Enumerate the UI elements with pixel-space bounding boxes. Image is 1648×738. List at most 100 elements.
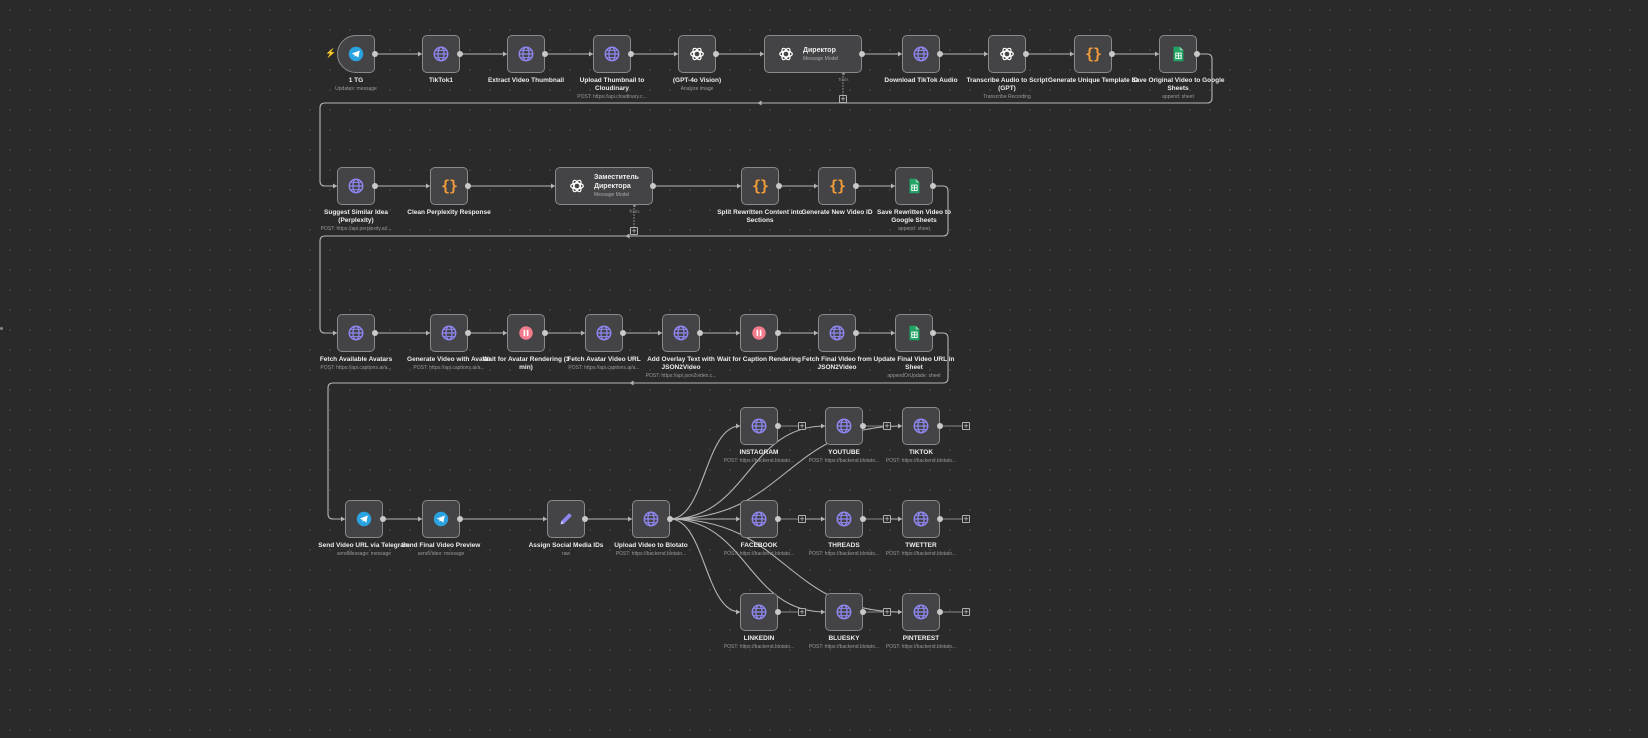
add-node-button[interactable]: + bbox=[798, 608, 806, 616]
add-tool-button[interactable]: + bbox=[630, 227, 638, 235]
sheets-icon bbox=[905, 324, 923, 342]
output-handle[interactable] bbox=[860, 423, 866, 429]
tools-connector[interactable] bbox=[841, 71, 845, 75]
output-handle[interactable] bbox=[650, 183, 656, 189]
node-gpt-vision[interactable] bbox=[678, 35, 716, 73]
output-handle[interactable] bbox=[775, 330, 781, 336]
node-send-url[interactable] bbox=[345, 500, 383, 538]
node-overlay[interactable] bbox=[662, 314, 700, 352]
add-node-button[interactable]: + bbox=[883, 422, 891, 430]
output-handle[interactable] bbox=[457, 51, 463, 57]
output-handle[interactable] bbox=[775, 516, 781, 522]
node-gen-video[interactable] bbox=[430, 314, 468, 352]
node-tiktok1[interactable] bbox=[422, 35, 460, 73]
node-gen-video-id[interactable]: {} bbox=[818, 167, 856, 205]
node-bluesky[interactable] bbox=[825, 593, 863, 631]
node-upload-thumb[interactable] bbox=[593, 35, 631, 73]
openai-icon bbox=[998, 45, 1016, 63]
node-suggest[interactable] bbox=[337, 167, 375, 205]
output-handle[interactable] bbox=[713, 51, 719, 57]
output-handle[interactable] bbox=[937, 609, 943, 615]
output-handle[interactable] bbox=[372, 330, 378, 336]
node-save-rewritten[interactable] bbox=[895, 167, 933, 205]
node-title: Clean Perplexity Response bbox=[407, 209, 491, 216]
node-youtube[interactable] bbox=[825, 407, 863, 445]
node-wait-caption[interactable] bbox=[740, 314, 778, 352]
node-subtitle: appendOrUpdate: sheet bbox=[887, 373, 941, 379]
output-handle[interactable] bbox=[937, 516, 943, 522]
node-pinterest[interactable] bbox=[902, 593, 940, 631]
node-assign-ids[interactable] bbox=[547, 500, 585, 538]
add-node-button[interactable]: + bbox=[798, 515, 806, 523]
add-node-button[interactable]: + bbox=[798, 422, 806, 430]
add-node-button[interactable]: + bbox=[962, 608, 970, 616]
output-handle[interactable] bbox=[1194, 51, 1200, 57]
node-tiktok[interactable] bbox=[902, 407, 940, 445]
node-threads[interactable] bbox=[825, 500, 863, 538]
output-handle[interactable] bbox=[937, 423, 943, 429]
globe-icon bbox=[750, 603, 768, 621]
output-handle[interactable] bbox=[542, 330, 548, 336]
output-handle[interactable] bbox=[465, 330, 471, 336]
node-title: Assign Social Media IDs bbox=[528, 542, 604, 549]
node-fetch-avatars[interactable] bbox=[337, 314, 375, 352]
node-send-preview[interactable] bbox=[422, 500, 460, 538]
output-handle[interactable] bbox=[853, 183, 859, 189]
node-upload-blotato[interactable] bbox=[632, 500, 670, 538]
output-handle[interactable] bbox=[860, 609, 866, 615]
output-handle[interactable] bbox=[465, 183, 471, 189]
add-node-button[interactable]: + bbox=[883, 608, 891, 616]
output-handle[interactable] bbox=[582, 516, 588, 522]
add-node-button[interactable]: + bbox=[883, 515, 891, 523]
output-handle[interactable] bbox=[697, 330, 703, 336]
node-tg[interactable] bbox=[337, 35, 375, 73]
output-handle[interactable] bbox=[1023, 51, 1029, 57]
globe-icon bbox=[835, 510, 853, 528]
node-fetch-avatar-url[interactable] bbox=[585, 314, 623, 352]
node-fetch-final[interactable] bbox=[818, 314, 856, 352]
tools-connector[interactable] bbox=[632, 203, 636, 207]
output-handle[interactable] bbox=[859, 51, 865, 57]
node-extract[interactable] bbox=[507, 35, 545, 73]
output-handle[interactable] bbox=[372, 51, 378, 57]
output-handle[interactable] bbox=[930, 330, 936, 336]
node-download-audio[interactable] bbox=[902, 35, 940, 73]
output-handle[interactable] bbox=[937, 51, 943, 57]
add-node-button[interactable]: + bbox=[962, 515, 970, 523]
node-instagram[interactable] bbox=[740, 407, 778, 445]
add-tool-button[interactable]: + bbox=[839, 95, 847, 103]
node-gen-template[interactable]: {} bbox=[1074, 35, 1112, 73]
output-handle[interactable] bbox=[776, 183, 782, 189]
output-handle[interactable] bbox=[775, 609, 781, 615]
output-handle[interactable] bbox=[380, 516, 386, 522]
output-handle[interactable] bbox=[775, 423, 781, 429]
node-transcribe[interactable] bbox=[988, 35, 1026, 73]
output-handle[interactable] bbox=[372, 183, 378, 189]
node-wait-avatar[interactable] bbox=[507, 314, 545, 352]
output-handle[interactable] bbox=[542, 51, 548, 57]
node-facebook[interactable] bbox=[740, 500, 778, 538]
node-update-url[interactable] bbox=[895, 314, 933, 352]
output-handle[interactable] bbox=[1109, 51, 1115, 57]
output-handle[interactable] bbox=[628, 51, 634, 57]
output-handle[interactable] bbox=[853, 330, 859, 336]
output-handle[interactable] bbox=[930, 183, 936, 189]
output-handle[interactable] bbox=[457, 516, 463, 522]
node-clean[interactable]: {} bbox=[430, 167, 468, 205]
node-label: Clean Perplexity Response bbox=[401, 209, 497, 217]
add-node-button[interactable]: + bbox=[962, 422, 970, 430]
node-label: Wait for Caption Rendering bbox=[711, 356, 807, 364]
output-handle[interactable] bbox=[667, 516, 673, 522]
output-handle[interactable] bbox=[860, 516, 866, 522]
node-twetter[interactable] bbox=[902, 500, 940, 538]
output-handle[interactable] bbox=[620, 330, 626, 336]
node-split[interactable]: {} bbox=[741, 167, 779, 205]
node-save-original[interactable] bbox=[1159, 35, 1197, 73]
node-linkedin[interactable] bbox=[740, 593, 778, 631]
